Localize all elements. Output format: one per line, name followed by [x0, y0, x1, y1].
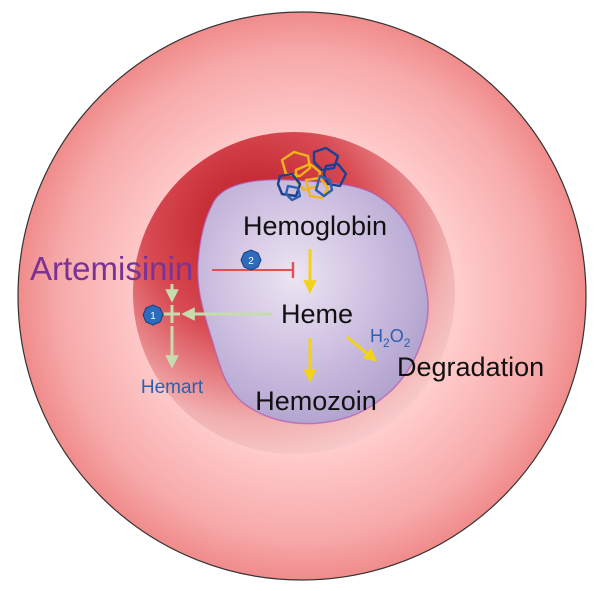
step-badge-1: 1 [142, 304, 164, 326]
hemart-label: Hemart [141, 377, 204, 398]
step-badge-2: 2 [240, 249, 262, 271]
heme-label: Heme [281, 299, 353, 329]
svg-text:2: 2 [248, 256, 254, 267]
hemozoin-label: Hemozoin [255, 386, 377, 416]
hemoglobin-label: Hemoglobin [243, 211, 387, 241]
h2o2-label: H2O2 [370, 326, 411, 350]
svg-text:1: 1 [150, 311, 156, 322]
artemisinin-label: Artemisinin [30, 250, 193, 287]
hemoglobin-protein-icon [276, 146, 348, 202]
degradation-label: Degradation [397, 352, 544, 382]
heme-to-degradation-arrow [346, 335, 378, 362]
parasite-body [196, 178, 429, 425]
